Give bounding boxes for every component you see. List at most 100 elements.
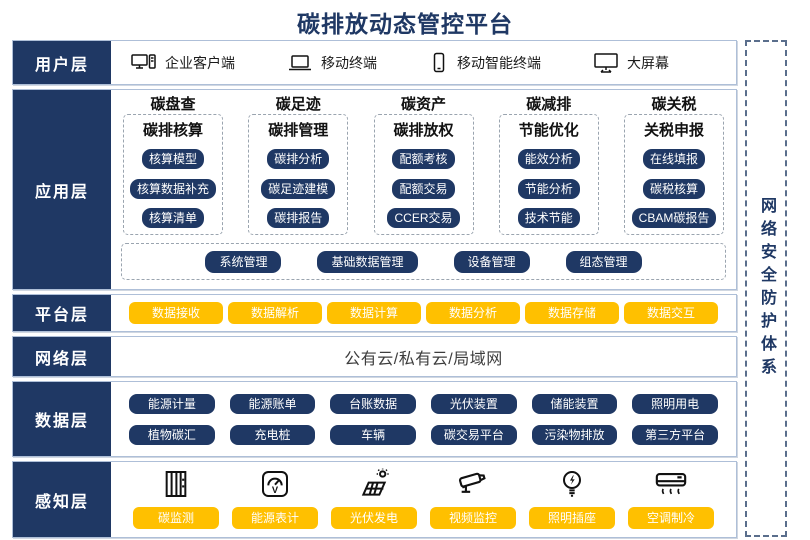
app-module-chip: 碳足迹建模 [261,178,336,199]
platform-chip: 数据计算 [327,302,421,324]
common-module-chip: 基础数据管理 [317,250,418,273]
app-column-subheader: 节能优化 [518,122,579,139]
perception-item: 空调制冷 [624,467,718,529]
data-source-chip: 储能装置 [531,394,618,414]
app-column-subheader: 碳排核算 [142,122,203,139]
user-terminal-label: 移动智能终端 [457,54,541,71]
layer-label-application: 应用层 [13,90,111,289]
layer-label-data: 数据层 [13,382,111,456]
layer-user: 用户层 企业客户端 移动终端 [12,40,737,85]
layer-data: 数据层 能源计量 能源账单 台账数据 光伏装置 储能装置 照明用电 植物碳汇 充… [12,381,737,457]
data-layer-content: 能源计量 能源账单 台账数据 光伏装置 储能装置 照明用电 植物碳汇 充电桩 车… [111,382,736,456]
app-column-box: 节能优化 能效分析 节能分析 技术节能 [498,114,599,235]
app-column-header: 碳减排 [526,96,572,113]
layer-perception: 感知层 碳监测 V [12,461,737,538]
layer-label-perception: 感知层 [13,462,111,537]
app-module-chip: 配额考核 [392,149,455,170]
layer-label-platform: 平台层 [13,295,111,331]
app-module-chip: 碳排分析 [267,149,330,170]
app-column-box: 碳排核算 核算模型 核算数据补充 核算清单 [123,114,223,235]
data-source-chip: 照明用电 [632,394,718,414]
perception-item: 光伏发电 [327,467,421,529]
data-source-chip: 车辆 [330,425,416,445]
user-terminal-item: 移动终端 [287,53,377,73]
data-source-chip: 污染物排放 [531,425,618,445]
platform-chip: 数据分析 [426,302,520,324]
data-source-chip: 能源账单 [229,394,316,414]
app-module-chip: 配额交易 [392,178,455,199]
page-title: 碳排放动态管控平台 [297,11,513,37]
solar-panel-icon [358,467,390,501]
big-screen-icon [593,52,619,74]
app-module-chip: 核算模型 [141,149,204,170]
app-column-box: 关税申报 在线填报 碳税核算 CBAM碳报告 [624,114,724,235]
desktop-pc-icon [131,53,157,73]
platform-chip: 数据解析 [228,302,322,324]
data-source-chip: 光伏装置 [430,394,517,414]
perception-chip: 碳监测 [133,507,219,529]
platform-chip: 数据存储 [525,302,619,324]
app-module-chip: CBAM碳报告 [631,207,717,228]
app-column-carbon-tariff: 碳关税 关税申报 在线填报 碳税核算 CBAM碳报告 [624,95,724,235]
layer-platform: 平台层 数据接收 数据解析 数据计算 数据分析 数据存储 数据交互 [12,294,737,332]
common-module-chip: 设备管理 [453,250,530,273]
platform-chip: 数据接收 [129,302,223,324]
application-columns: 碳盘查 碳排核算 核算模型 核算数据补充 核算清单 碳足迹 碳排管理 碳排分析 … [121,95,726,235]
layer-application: 应用层 碳盘查 碳排核算 核算模型 核算数据补充 核算清单 碳足迹 碳排管理 [12,89,737,290]
app-column-carbon-footprint: 碳足迹 碳排管理 碳排分析 碳足迹建模 碳排报告 [248,95,349,235]
perception-item: 照明插座 [525,467,619,529]
cctv-camera-icon [456,467,490,501]
user-terminal-label: 企业客户端 [165,54,235,71]
app-column-box: 碳排放权 配额考核 配额交易 CCER交易 [373,114,474,235]
application-layer-content: 碳盘查 碳排核算 核算模型 核算数据补充 核算清单 碳足迹 碳排管理 碳排分析 … [111,90,736,289]
app-module-chip: 核算数据补充 [129,178,216,199]
user-layer-content: 企业客户端 移动终端 移动智能终端 [111,41,736,84]
app-module-chip: 碳税核算 [642,178,705,199]
data-source-chip: 台账数据 [330,394,416,414]
platform-chip: 数据交互 [624,302,718,324]
layer-label-network: 网络层 [13,337,111,376]
laptop-icon [287,53,313,73]
layer-label-user: 用户层 [13,41,111,84]
app-column-subheader: 碳排放权 [393,122,454,139]
app-column-subheader: 碳排管理 [268,122,329,139]
air-conditioner-icon [654,467,688,501]
app-column-header: 碳足迹 [275,96,321,113]
common-modules-box: 系统管理 基础数据管理 设备管理 组态管理 [121,243,726,280]
app-module-chip: 在线填报 [642,149,705,170]
energy-meter-icon: V [259,467,291,501]
svg-text:V: V [272,485,279,495]
perception-item: 视频监控 [426,467,520,529]
data-source-chip: 植物碳汇 [129,425,215,445]
perception-layer-content: 碳监测 V 能源表计 [111,462,736,537]
user-terminal-item: 企业客户端 [131,53,235,73]
network-text: 公有云/私有云/局域网 [344,350,503,368]
app-module-chip: 碳排报告 [267,207,330,228]
smartphone-icon [429,52,449,74]
app-module-chip: 技术节能 [517,207,580,228]
app-module-chip: 节能分析 [517,178,580,199]
app-module-chip: 能效分析 [517,149,580,170]
perception-item: 碳监测 [129,467,223,529]
data-source-chip: 能源计量 [129,394,215,414]
perception-item: V 能源表计 [228,467,322,529]
layer-network: 网络层 公有云/私有云/局域网 [12,336,737,377]
app-column-subheader: 关税申报 [643,122,704,139]
common-module-chip: 组态管理 [565,250,642,273]
perception-chip: 能源表计 [232,507,318,529]
data-source-chip: 碳交易平台 [430,425,517,445]
app-column-header: 碳盘查 [150,96,196,113]
security-sidebar-text: 网络安全防护体系 [758,196,775,381]
app-module-chip: CCER交易 [387,207,460,228]
user-terminal-label: 大屏幕 [627,54,669,71]
app-column-carbon-reduction: 碳减排 节能优化 能效分析 节能分析 技术节能 [498,95,599,235]
user-terminal-item: 大屏幕 [593,52,669,74]
app-column-carbon-inventory: 碳盘查 碳排核算 核算模型 核算数据补充 核算清单 [123,95,223,235]
app-column-header: 碳资产 [400,96,446,113]
perception-chip: 视频监控 [430,507,516,529]
data-source-chip: 第三方平台 [632,425,718,445]
app-column-header: 碳关税 [651,96,697,113]
perception-chip: 空调制冷 [628,507,714,529]
app-column-carbon-asset: 碳资产 碳排放权 配额考核 配额交易 CCER交易 [373,95,474,235]
